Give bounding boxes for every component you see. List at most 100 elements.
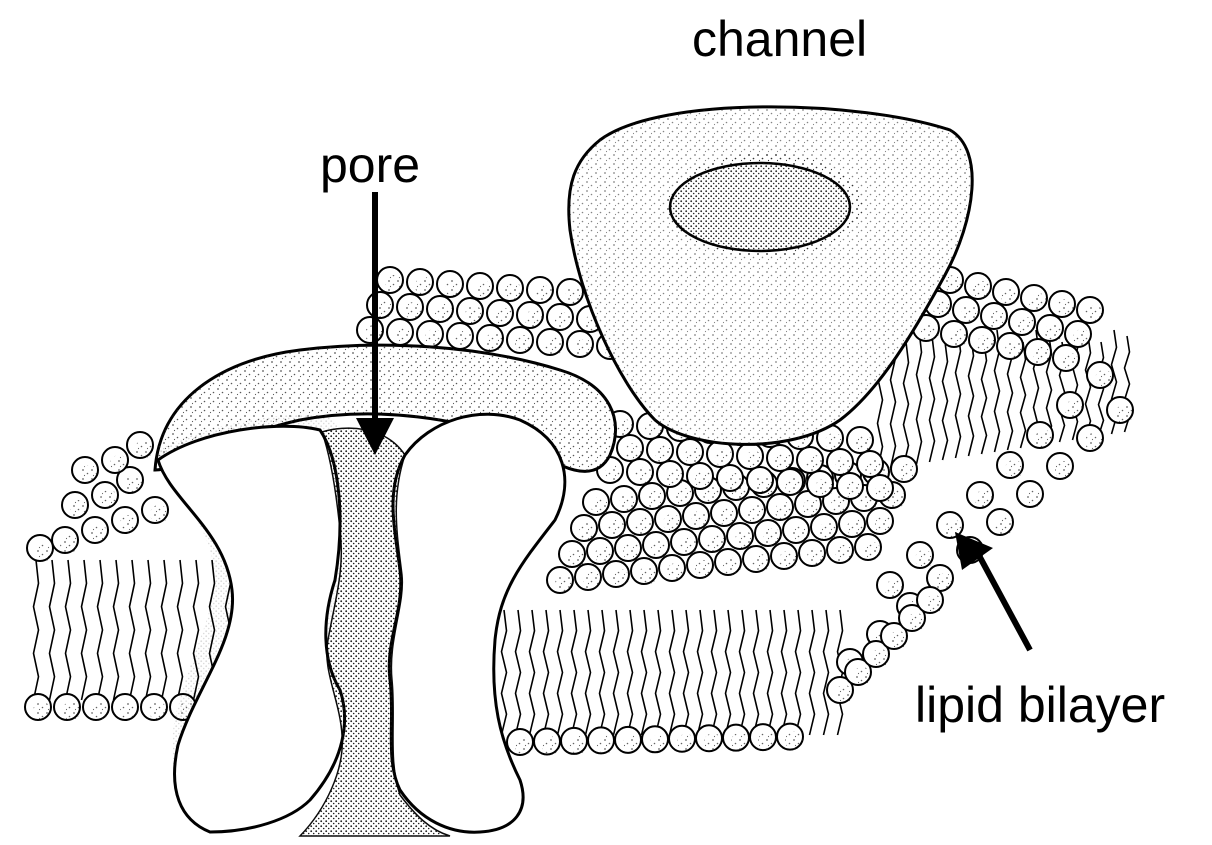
lipid-head-shade [80, 465, 98, 483]
lipid-tail [684, 610, 689, 735]
lipid-head-shade [935, 573, 953, 591]
lipid-head-shade [545, 337, 563, 355]
lipid-head-shade [885, 580, 903, 598]
lipid-head-shade [751, 554, 769, 572]
lipid-tail [796, 610, 801, 735]
lipid-head-shade [763, 528, 781, 546]
lipid-head-shade [555, 575, 573, 593]
lipid-tail [930, 336, 935, 462]
lipid-head-shade [675, 488, 693, 506]
lipid-tail [969, 336, 974, 456]
lipid-head-shade [807, 548, 825, 566]
lipid-tail [178, 560, 183, 700]
lipid-tail [50, 560, 55, 700]
lipid-head-shade [567, 549, 585, 567]
lipid-head-shade [875, 516, 893, 534]
lipid-head-shade [775, 453, 793, 471]
lipid-tail [34, 560, 39, 700]
lipid-tail [656, 610, 661, 735]
lipid-head-shade [719, 508, 737, 526]
lipid-head-shade [1005, 341, 1023, 359]
lipid-head-shade [805, 455, 823, 473]
lipid-head-shade [921, 323, 939, 341]
lipid-head-shade [70, 500, 88, 518]
lipid-head-shade [465, 306, 483, 324]
lipid-bilayer-label: lipid bilayer [915, 680, 1165, 730]
lipid-head-shade [385, 275, 403, 293]
lipid-head-shade [475, 281, 493, 299]
lipid-tail [572, 610, 577, 735]
lipid-head-shade [871, 649, 889, 667]
lipid-head-shade [515, 737, 533, 755]
lipid-head-shade [607, 520, 625, 538]
lipid-head-shade [835, 545, 853, 563]
lipid-tail [600, 610, 605, 735]
lipid-head-shade [639, 566, 657, 584]
lipid-head-shade [555, 312, 573, 330]
lipid-head-shade [596, 735, 614, 753]
lipid-head-shade [120, 515, 138, 533]
lipid-head-shade [575, 339, 593, 357]
lipid-head-shade [1073, 329, 1091, 347]
lipid-head-shade [731, 733, 749, 751]
lipid-head-shade [995, 517, 1013, 535]
lipid-head-shade [435, 304, 453, 322]
pore-label: pore [320, 140, 420, 190]
lipid-head-shade [925, 595, 943, 613]
lipid-head-shade [1025, 489, 1043, 507]
lipid-head-shade [1029, 293, 1047, 311]
lipid-head-shade [100, 490, 118, 508]
lipid-head-shade [395, 327, 413, 345]
lipid-tail [982, 342, 987, 454]
lipid-head-shade [725, 473, 743, 491]
lipid-head-shade [847, 519, 865, 537]
lipid-head-shade [623, 735, 641, 753]
lipid-tail [1099, 342, 1104, 436]
lipid-head-shade [865, 459, 883, 477]
lipid-head-shade [1033, 347, 1051, 365]
lipid-head-shade [665, 469, 683, 487]
lipid-head-shade [691, 511, 709, 529]
lipid-head-shade [785, 732, 803, 750]
lipid-head-shade [579, 523, 597, 541]
lipid-head-shade [583, 572, 601, 590]
lipid-head-shade [933, 299, 951, 317]
lipid-tail [66, 560, 71, 700]
lipid-head-shade [1115, 405, 1133, 423]
lipid-head-shade [62, 702, 80, 720]
lipid-head-shade [835, 685, 853, 703]
lipid-head-shade [835, 457, 853, 475]
lipid-head-shade [650, 734, 668, 752]
lipid-head-shade [1057, 299, 1075, 317]
lipid-head-shade [855, 435, 873, 453]
lipid-head-shade [1085, 433, 1103, 451]
lipid-tail [642, 610, 647, 735]
lipid-tail [740, 610, 745, 735]
lipid-head-shade [595, 546, 613, 564]
lipid-tail [712, 610, 717, 735]
lipid-head-shade [591, 497, 609, 515]
lipid-head-shade [945, 275, 963, 293]
lipid-head-shade [1065, 400, 1083, 418]
lipid-head-shade [33, 702, 51, 720]
lipid-head-shade [663, 514, 681, 532]
lipid-head-shade [635, 517, 653, 535]
lipid-head-shade [853, 667, 871, 685]
lipid-tail [162, 560, 167, 700]
lipid-head-shade [825, 433, 843, 451]
lipid-head-shade [495, 308, 513, 326]
lipid-head-shade [785, 477, 803, 495]
lipid-tail [824, 610, 829, 735]
lipid-tail [768, 610, 773, 735]
lipid-tail [670, 610, 675, 735]
lipid-head-shade [775, 502, 793, 520]
lipid-head-shade [755, 475, 773, 493]
lipid-head-shade [803, 499, 821, 517]
lipid-head-shade [135, 440, 153, 458]
lipid-head-shade [973, 281, 991, 299]
lipid-tail [130, 560, 135, 700]
lipid-tail [956, 330, 961, 458]
lipid-head-shade [125, 475, 143, 493]
lipid-head-shade [791, 525, 809, 543]
lipid-head-shade [735, 531, 753, 549]
